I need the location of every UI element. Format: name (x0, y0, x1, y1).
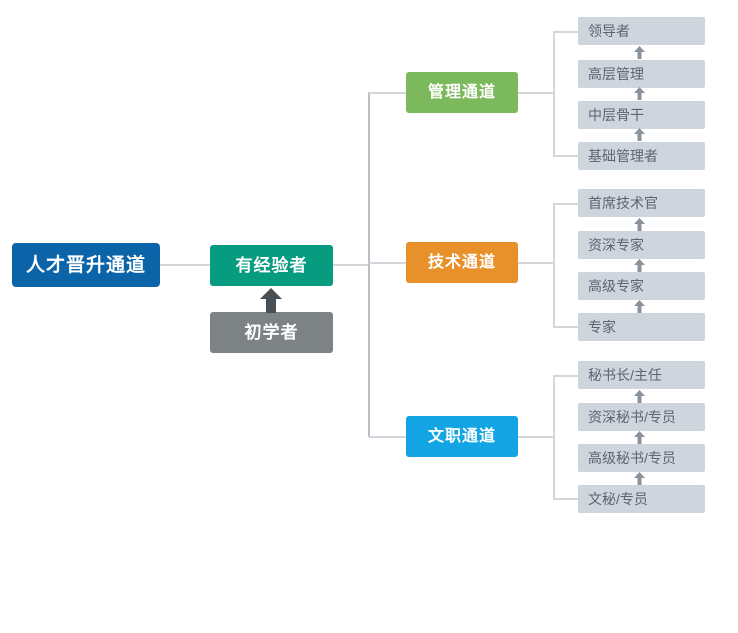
connector-clerical-level-4 (553, 498, 578, 500)
connector-spine-to-management (369, 92, 406, 94)
up-arrow-icon-clerical-3-to-2 (634, 431, 645, 444)
level-node-management-2-label: 高层管理 (588, 66, 644, 82)
level-node-technical-2-label: 资深专家 (588, 237, 644, 253)
level-node-clerical-2-label: 资深秘书/专员 (588, 409, 676, 425)
level-node-technical-4-label: 专家 (588, 319, 616, 335)
main-spine-vertical (368, 92, 370, 437)
up-arrow-icon-management-base-to-mid (634, 128, 645, 141)
connector-technical-to-subspine (518, 262, 554, 264)
connector-management-level-1 (553, 31, 578, 33)
root-node-label: 人才晋升通道 (25, 254, 146, 276)
connector-clerical-level-1 (553, 375, 578, 377)
channel-node-technical-label: 技术通道 (427, 253, 496, 271)
channel-node-technical[interactable]: 技术通道 (406, 242, 518, 283)
management-subspine-vertical (553, 31, 555, 156)
channel-node-management[interactable]: 管理通道 (406, 72, 518, 113)
up-arrow-icon-technical-4-to-3 (634, 300, 645, 313)
up-arrow-icon-beginner-to-experienced (258, 287, 284, 313)
root-node[interactable]: 人才晋升通道 (12, 243, 160, 287)
level-node-clerical-4[interactable]: 文秘/专员 (578, 485, 705, 513)
level-node-management-2[interactable]: 高层管理 (578, 60, 705, 88)
level-node-clerical-1[interactable]: 秘书长/主任 (578, 361, 705, 389)
level-node-technical-4[interactable]: 专家 (578, 313, 705, 341)
up-arrow-icon-technical-3-to-2 (634, 259, 645, 272)
level-node-clerical-1-label: 秘书长/主任 (588, 367, 662, 383)
connector-technical-level-4 (553, 326, 578, 328)
technical-subspine-vertical (553, 203, 555, 327)
level-node-technical-3-label: 高级专家 (588, 278, 644, 294)
clerical-subspine-vertical (553, 375, 555, 499)
channel-node-clerical[interactable]: 文职通道 (406, 416, 518, 457)
connector-management-to-subspine (518, 92, 554, 94)
level-node-technical-2[interactable]: 资深专家 (578, 231, 705, 259)
connector-technical-level-1 (553, 203, 578, 205)
level-node-management-3-label: 中层骨干 (588, 107, 644, 123)
level-node-management-1[interactable]: 领导者 (578, 17, 705, 45)
connector-root-to-experienced (160, 264, 210, 266)
channel-node-management-label: 管理通道 (427, 83, 496, 101)
level-node-clerical-4-label: 文秘/专员 (588, 491, 648, 507)
level-node-management-4[interactable]: 基础管理者 (578, 142, 705, 170)
level-node-management-3[interactable]: 中层骨干 (578, 101, 705, 129)
connector-spine-to-technical (369, 262, 406, 264)
level-node-management-1-label: 领导者 (588, 23, 630, 39)
stage-node-beginner[interactable]: 初学者 (210, 312, 333, 353)
connector-spine-to-clerical (369, 436, 406, 438)
up-arrow-icon-management-3-to-2 (634, 46, 645, 59)
connector-management-level-4 (553, 155, 578, 157)
level-node-technical-1-label: 首席技术官 (588, 195, 658, 211)
up-arrow-icon-management-4-to-3 (634, 87, 645, 100)
up-arrow-icon-clerical-2-to-1 (634, 390, 645, 403)
level-node-management-4-label: 基础管理者 (588, 148, 658, 164)
level-node-technical-3[interactable]: 高级专家 (578, 272, 705, 300)
channel-node-clerical-label: 文职通道 (427, 427, 496, 445)
level-node-technical-1[interactable]: 首席技术官 (578, 189, 705, 217)
connector-clerical-to-subspine (518, 436, 554, 438)
stage-node-experienced-label: 有经验者 (235, 256, 308, 275)
up-arrow-icon-clerical-4-to-3 (634, 472, 645, 485)
level-node-clerical-3[interactable]: 高级秘书/专员 (578, 444, 705, 472)
stage-node-experienced[interactable]: 有经验者 (210, 245, 333, 286)
level-node-clerical-2[interactable]: 资深秘书/专员 (578, 403, 705, 431)
stage-node-beginner-label: 初学者 (244, 323, 299, 342)
level-node-clerical-3-label: 高级秘书/专员 (588, 450, 676, 466)
connector-experienced-to-spine (333, 264, 369, 266)
up-arrow-icon-technical-2-to-1 (634, 218, 645, 231)
